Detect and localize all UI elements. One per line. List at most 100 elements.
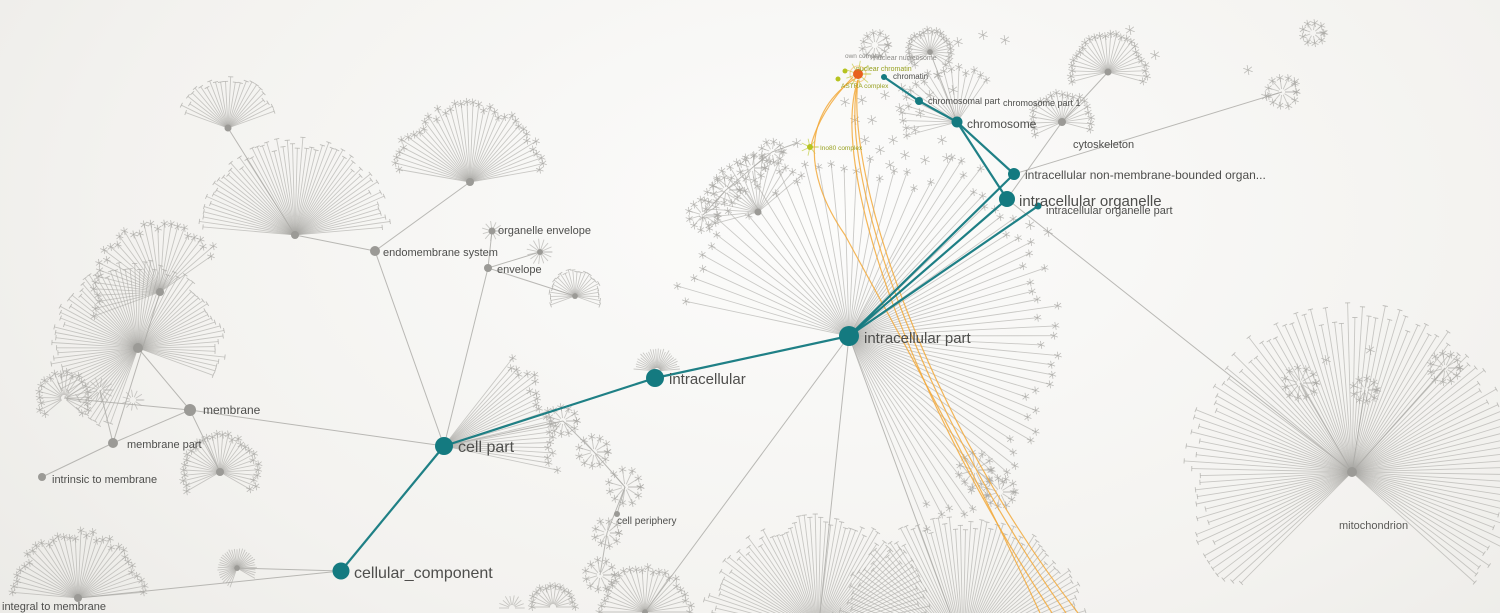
term-label[interactable]: own complex: [845, 53, 884, 60]
fan-cluster: [527, 582, 580, 611]
go-term-node-gray[interactable]: [184, 404, 196, 416]
term-label[interactable]: chromosome: [967, 117, 1037, 131]
go-term-node[interactable]: [881, 74, 887, 80]
term-label[interactable]: intrinsic to membrane: [52, 474, 157, 486]
term-label[interactable]: nuclear nucleosome: [874, 55, 937, 62]
go-term-node[interactable]: [1008, 168, 1020, 180]
go-term-node-lime[interactable]: [807, 144, 813, 150]
term-label[interactable]: intracellular non-membrane-bounded organ…: [1025, 168, 1266, 182]
fan-cluster: [87, 377, 114, 403]
graph-edge: [443, 420, 564, 447]
term-label[interactable]: cytoskeleton: [1073, 139, 1134, 151]
term-label[interactable]: intracellular part: [864, 330, 972, 347]
graph-edge: [99, 389, 114, 444]
fan-cluster: [982, 474, 1020, 511]
term-label[interactable]: Ino80 complex: [820, 145, 863, 152]
term-label[interactable]: cell part: [458, 439, 515, 456]
fan-cluster: [581, 556, 619, 594]
highlighted-edge: [918, 100, 958, 123]
go-term-node-gray[interactable]: [1347, 467, 1357, 477]
go-term-node-gray[interactable]: [1104, 68, 1112, 76]
fan-cluster: [445, 354, 562, 475]
graph-edge: [848, 335, 951, 613]
term-label[interactable]: cell periphery: [617, 516, 676, 527]
highlighted-path: [340, 76, 1039, 572]
go-term-node-gray[interactable]: [484, 264, 492, 272]
gray-edges: [41, 51, 1446, 613]
term-label[interactable]: ASTRA complex: [841, 83, 889, 90]
gray-nodes: [38, 49, 1357, 613]
term-label[interactable]: chromosomal part: [928, 96, 1001, 106]
graph-edge: [112, 409, 191, 444]
term-label[interactable]: envelope: [497, 264, 542, 276]
go-term-node[interactable]: [951, 116, 963, 128]
graph-edge: [487, 251, 541, 269]
term-label[interactable]: chromatin: [893, 72, 928, 81]
fan-cluster: [179, 429, 263, 496]
go-term-node-gray[interactable]: [537, 249, 543, 255]
go-term-node[interactable]: [1034, 202, 1042, 210]
term-label[interactable]: intracellular organelle: [1019, 193, 1162, 210]
go-term-node[interactable]: [435, 437, 453, 455]
term-label[interactable]: mitochondrion: [1339, 520, 1408, 532]
fan-cluster: [198, 136, 391, 236]
go-term-node-gray[interactable]: [74, 594, 82, 602]
fan-cluster: [858, 29, 893, 61]
fan-cluster: [217, 548, 257, 588]
fan-cluster: [1349, 374, 1382, 405]
graph-edge: [593, 451, 626, 488]
go-term-node-gray[interactable]: [234, 565, 240, 571]
fan-cluster: [35, 367, 93, 418]
graph-edge: [929, 51, 958, 123]
graph-edge: [374, 250, 445, 447]
go-term-node[interactable]: [999, 191, 1015, 207]
fan-cluster: [1426, 349, 1464, 386]
term-label[interactable]: endomembrane system: [383, 247, 498, 259]
term-label[interactable]: integral to membrane: [2, 601, 106, 613]
fan-cluster: [1183, 302, 1500, 586]
go-term-node-lime[interactable]: [835, 76, 841, 82]
graph-edge: [1006, 198, 1353, 473]
term-label[interactable]: intracellular organelle part: [1046, 205, 1173, 217]
fan-cluster: [89, 219, 218, 321]
go-term-node[interactable]: [646, 369, 664, 387]
go-term-node-gray[interactable]: [156, 288, 164, 296]
go-term-node-gray[interactable]: [133, 343, 143, 353]
go-term-node-gray[interactable]: [572, 293, 578, 299]
fan-cluster: [548, 268, 602, 308]
term-label[interactable]: intracellular: [669, 371, 746, 388]
go-term-node-gray[interactable]: [370, 246, 380, 256]
term-label[interactable]: nuclear chromatin: [856, 66, 912, 73]
graph-edge: [63, 397, 191, 411]
go-term-node-lime[interactable]: [842, 68, 848, 74]
graph-edge: [1351, 367, 1446, 473]
term-label[interactable]: organelle envelope: [498, 225, 591, 237]
go-term-node[interactable]: [332, 562, 350, 580]
selected-term-node[interactable]: [853, 69, 863, 79]
go-term-node[interactable]: [915, 97, 923, 105]
graph-edge: [236, 567, 342, 572]
fan-cluster: [526, 238, 553, 265]
go-term-node-gray[interactable]: [216, 468, 224, 476]
term-label[interactable]: membrane part: [127, 439, 202, 451]
go-term-node[interactable]: [839, 326, 859, 346]
term-label[interactable]: membrane: [203, 403, 261, 417]
go-term-node-gray[interactable]: [466, 178, 474, 186]
go-term-node-gray[interactable]: [108, 438, 118, 448]
go-term-node-gray[interactable]: [927, 49, 933, 55]
go-term-node-gray[interactable]: [754, 208, 762, 216]
go-term-node-gray[interactable]: [642, 609, 648, 613]
go-term-node-gray[interactable]: [1058, 118, 1066, 126]
term-label[interactable]: cellular_component: [354, 565, 493, 582]
go-term-node-gray[interactable]: [488, 227, 496, 235]
go-term-node-gray[interactable]: [614, 511, 620, 517]
highlighted-edge: [883, 76, 920, 102]
highlighted-edge: [848, 205, 1039, 337]
term-label[interactable]: chromosome part 1: [1003, 98, 1081, 108]
go-term-node-gray[interactable]: [291, 231, 299, 239]
fan-cluster: [391, 97, 547, 182]
go-term-node-gray[interactable]: [224, 124, 232, 132]
go-term-node-gray[interactable]: [38, 473, 46, 481]
